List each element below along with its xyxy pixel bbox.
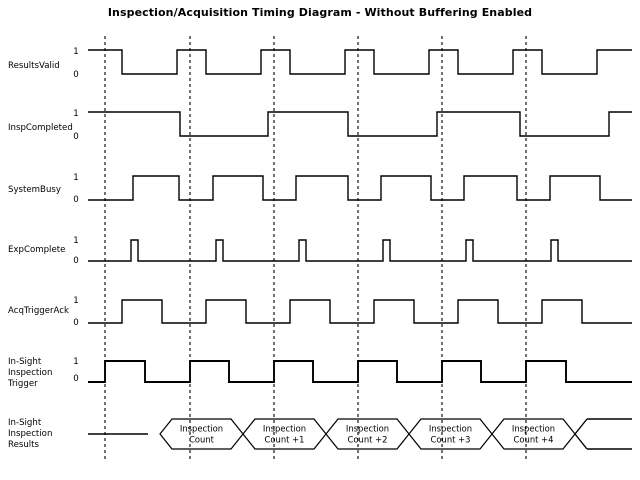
bus-segment-label: Inspection (180, 424, 223, 434)
level-label-high: 1 (73, 47, 78, 57)
bus-segment-label: Count +2 (348, 435, 388, 445)
level-label-high: 1 (73, 296, 78, 306)
signal-name-label: Results (8, 440, 40, 450)
bus-segment-label: Inspection (429, 424, 472, 434)
level-label-high: 1 (73, 109, 78, 119)
bus-segment-label: Count +4 (514, 435, 554, 445)
bus-segment-label: Inspection (263, 424, 306, 434)
signal-name-label: ResultsValid (8, 61, 60, 71)
signal-row-systembusy: SystemBusy 1 0 (8, 173, 632, 205)
signal-row-acqtriggerack: AcqTriggerAck 1 0 (8, 296, 632, 328)
bus-segment-label: Inspection (512, 424, 555, 434)
bus-segment-label: Count (189, 435, 215, 445)
bus-segment-label: Inspection (346, 424, 389, 434)
signal-name-label: AcqTriggerAck (8, 306, 69, 316)
signal-row-in-sight-inspection-results: In-SightInspectionResultsInspectionCount… (8, 418, 632, 450)
level-label-low: 0 (73, 374, 78, 384)
signal-name-label: In-Sight (8, 418, 42, 428)
signal-row-resultsvalid: ResultsValid 1 0 (8, 47, 632, 80)
level-label-low: 0 (73, 195, 78, 205)
level-label-low: 0 (73, 256, 78, 266)
level-label-high: 1 (73, 173, 78, 183)
signal-name-label: ExpComplete (8, 245, 65, 255)
signal-name-label: In-Sight (8, 357, 42, 367)
waveform-path (88, 299, 632, 324)
signal-name-label: Inspection (8, 429, 52, 439)
waveform-path (88, 111, 632, 137)
page-title: Inspection/Acquisition Timing Diagram - … (107, 6, 533, 19)
bus-lead-out (574, 418, 632, 450)
level-label-low: 0 (73, 70, 78, 80)
signal-name-label: Inspection (8, 368, 52, 378)
signal-name-label: Trigger (7, 379, 38, 389)
bus-segment-label: Count +1 (265, 435, 305, 445)
level-label-low: 0 (73, 132, 78, 142)
marker-lines-group (104, 36, 527, 462)
bus-segment-label: Count +3 (431, 435, 471, 445)
waveform-path (88, 175, 632, 201)
level-label-high: 1 (73, 236, 78, 246)
level-label-high: 1 (73, 357, 78, 367)
level-label-low: 0 (73, 318, 78, 328)
waveform-path (88, 49, 632, 75)
signal-row-expcomplete: ExpComplete 1 0 (8, 236, 632, 266)
waveform-path (88, 360, 632, 383)
waveform-path (88, 239, 632, 262)
signal-name-label: InspCompleted (8, 123, 73, 133)
signal-name-label: SystemBusy (8, 185, 61, 195)
